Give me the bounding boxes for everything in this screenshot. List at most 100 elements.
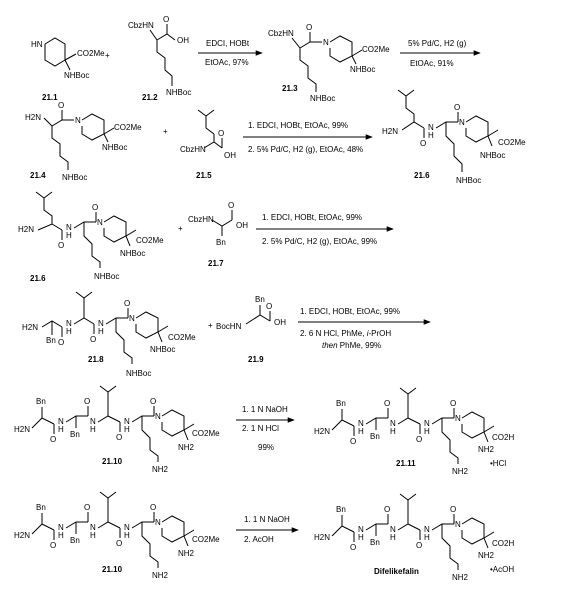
compound-label-21-7: 21.7: [208, 259, 224, 268]
compound-label-21-9: 21.9: [248, 355, 264, 364]
compound-21-4: H2N O N CO2Me NHBoc NHBoc 21.4: [25, 101, 142, 182]
condition-step6-line3: 99%: [258, 443, 274, 452]
group-o: O: [92, 203, 98, 212]
group-n: N: [98, 319, 104, 328]
group-n: N: [66, 223, 72, 232]
group-h2n: H2N: [18, 225, 34, 234]
group-h2n: H2N: [382, 127, 398, 136]
group-o: O: [454, 103, 460, 112]
group-h2n: H2N: [14, 531, 30, 540]
group-o: O: [350, 543, 356, 552]
group-o: O: [150, 503, 156, 512]
group-o: O: [58, 338, 64, 347]
group-nhboc: NHBoc: [64, 71, 89, 80]
group-n: N: [58, 523, 64, 532]
group-co2me: CO2Me: [168, 333, 196, 342]
group-n: N: [424, 419, 430, 428]
group-h2n: H2N: [314, 533, 330, 542]
compound-label-21-6: 21.6: [414, 171, 430, 180]
group-o: O: [384, 505, 390, 514]
group-n: N: [58, 417, 64, 426]
group-bn: Bn: [216, 238, 226, 247]
group-o: O: [58, 241, 64, 250]
compound-21-6-product: H2N O N H O N CO2Me NHBoc NHBoc 21.6: [382, 89, 526, 185]
group-o: O: [416, 541, 422, 550]
group-o: O: [84, 397, 90, 406]
compound-label-21-4: 21.4: [30, 171, 46, 180]
group-n: N: [455, 414, 461, 423]
group-h2n: H2N: [22, 323, 38, 332]
group-oh: OH: [177, 36, 189, 45]
condition-step7-line1: 1. 1 N NaOH: [244, 515, 290, 524]
group-co2me: CO2Me: [362, 45, 390, 54]
group-h: H: [358, 533, 364, 542]
group-o: O: [228, 201, 234, 210]
group-oh: OH: [236, 221, 248, 230]
group-o: O: [58, 101, 64, 110]
compound-21-5: CbzHN O OH 21.5: [180, 109, 236, 180]
group-h: H: [358, 427, 364, 436]
group-co2h: CO2H: [492, 433, 514, 442]
group-n: N: [424, 525, 430, 534]
group-bn: Bn: [255, 295, 265, 304]
group-o: O: [124, 299, 130, 308]
group-h: H: [424, 533, 430, 542]
group-h2n: H2N: [14, 425, 30, 434]
group-h: H: [66, 231, 72, 240]
condition-step3-bottom: 2. 5% Pd/C, H2 (g), EtOAc, 48%: [248, 145, 363, 154]
group-bn: Bn: [370, 432, 380, 441]
condition-step2-top: 5% Pd/C, H2 (g): [408, 39, 467, 48]
group-o: O: [50, 435, 56, 444]
plus-sign: +: [163, 127, 168, 136]
group-co2me: CO2Me: [136, 236, 164, 245]
group-nh2: NH2: [452, 573, 469, 582]
group-o: O: [416, 435, 422, 444]
group-nhboc: NHBoc: [102, 143, 127, 152]
group-h2n: H2N: [314, 427, 330, 436]
group-n: N: [155, 412, 161, 421]
group-nh2: NH2: [478, 445, 495, 454]
compound-21-8: H2N Bn O N H O N H O N CO2Me NHBoc NHBoc…: [22, 291, 196, 378]
group-hn: HN: [31, 40, 43, 49]
group-bn: Bn: [336, 399, 346, 408]
group-bn: Bn: [36, 397, 46, 406]
compound-21-1: HN CO2Me NHBoc 21.1: [31, 37, 105, 102]
group-n: N: [390, 525, 396, 534]
group-bn: Bn: [36, 503, 46, 512]
salt-hcl: •HCl: [490, 459, 506, 468]
condition-step4-bottom: 2. 5% Pd/C, H2 (g), EtOAc, 99%: [262, 237, 377, 246]
compound-21-10-a: Bn H2N O N H Bn O N H O N H O N CO2Me NH…: [14, 385, 220, 474]
group-h2n: H2N: [25, 113, 41, 122]
group-o: O: [84, 503, 90, 512]
group-n: N: [124, 417, 130, 426]
group-n: N: [90, 417, 96, 426]
group-o: O: [306, 23, 312, 32]
condition-step5-line3: then PhMe, 99%: [322, 341, 381, 350]
group-h: H: [424, 427, 430, 436]
group-o: O: [266, 302, 272, 311]
group-n: N: [155, 518, 161, 527]
group-nh2: NH2: [178, 443, 195, 452]
group-nhboc: NHBoc: [94, 272, 119, 281]
group-nhboc: NHBoc: [150, 345, 175, 354]
group-o: O: [50, 541, 56, 550]
condition-step3-top: 1. EDCI, HOBt, EtOAc, 99%: [248, 121, 348, 130]
condition-step7-line2: 2. AcOH: [244, 535, 274, 544]
compound-21-9: Bn BocHN O OH 21.9: [216, 295, 286, 364]
group-bn: Bn: [70, 536, 80, 545]
group-o: O: [116, 433, 122, 442]
group-o: O: [150, 397, 156, 406]
condition-step6-line1: 1. 1 N NaOH: [242, 405, 288, 414]
group-oh: OH: [274, 318, 286, 327]
compound-21-7: CbzHN O OH Bn 21.7: [188, 201, 248, 268]
compound-label-21-3: 21.3: [282, 84, 298, 93]
group-h: H: [90, 531, 96, 540]
plus-sign: +: [105, 51, 110, 60]
group-h: H: [390, 533, 396, 542]
group-n: N: [124, 523, 130, 532]
group-nhboc: NHBoc: [120, 249, 145, 258]
group-bn: Bn: [336, 505, 346, 514]
group-co2me: CO2Me: [192, 535, 220, 544]
group-h: H: [58, 531, 64, 540]
condition-step6-line2: 2. 1 N HCl: [242, 424, 279, 433]
